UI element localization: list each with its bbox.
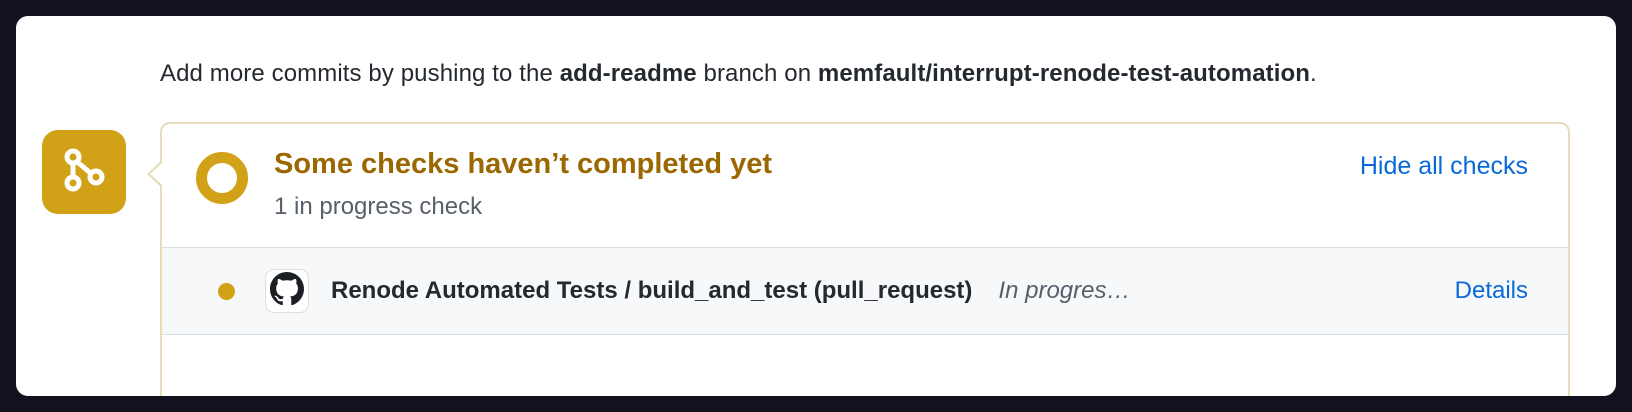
checks-title: Some checks haven’t completed yet — [274, 148, 773, 180]
in-progress-ring-icon — [196, 152, 248, 204]
commit-hint-prefix: Add more commits by pushing to the — [160, 60, 560, 87]
branch-name: add-readme — [559, 60, 697, 87]
check-name: Renode Automated Tests / build_and_test … — [331, 277, 973, 305]
check-status-text: In progres… — [998, 277, 1131, 305]
github-mark-icon — [270, 271, 304, 311]
git-graph-icon — [58, 144, 110, 201]
checks-timeline-badge — [42, 130, 126, 214]
commit-hint-suffix: . — [1310, 60, 1317, 87]
checks-subtitle: 1 in progress check — [274, 193, 483, 221]
check-details-link[interactable]: Details — [1454, 277, 1528, 305]
github-app-avatar — [265, 269, 309, 314]
check-row: Renode Automated Tests / build_and_test … — [162, 247, 1568, 336]
commit-hint-middle: branch on — [696, 60, 818, 87]
pending-dot-icon — [218, 282, 235, 300]
checks-header: Some checks haven’t completed yet 1 in p… — [162, 124, 1568, 247]
checks-panel: Some checks haven’t completed yet 1 in p… — [147, 122, 1570, 396]
commit-hint-text: Add more commits by pushing to the add-r… — [160, 60, 1317, 88]
hide-all-checks-link[interactable]: Hide all checks — [1359, 152, 1528, 180]
checks-header-text: Some checks haven’t completed yet 1 in p… — [274, 148, 772, 221]
pull-request-merge-card: Add more commits by pushing to the add-r… — [16, 16, 1616, 396]
checks-panel-caret-fill — [150, 162, 163, 186]
repo-name: memfault/interrupt-renode-test-automatio… — [817, 60, 1311, 87]
